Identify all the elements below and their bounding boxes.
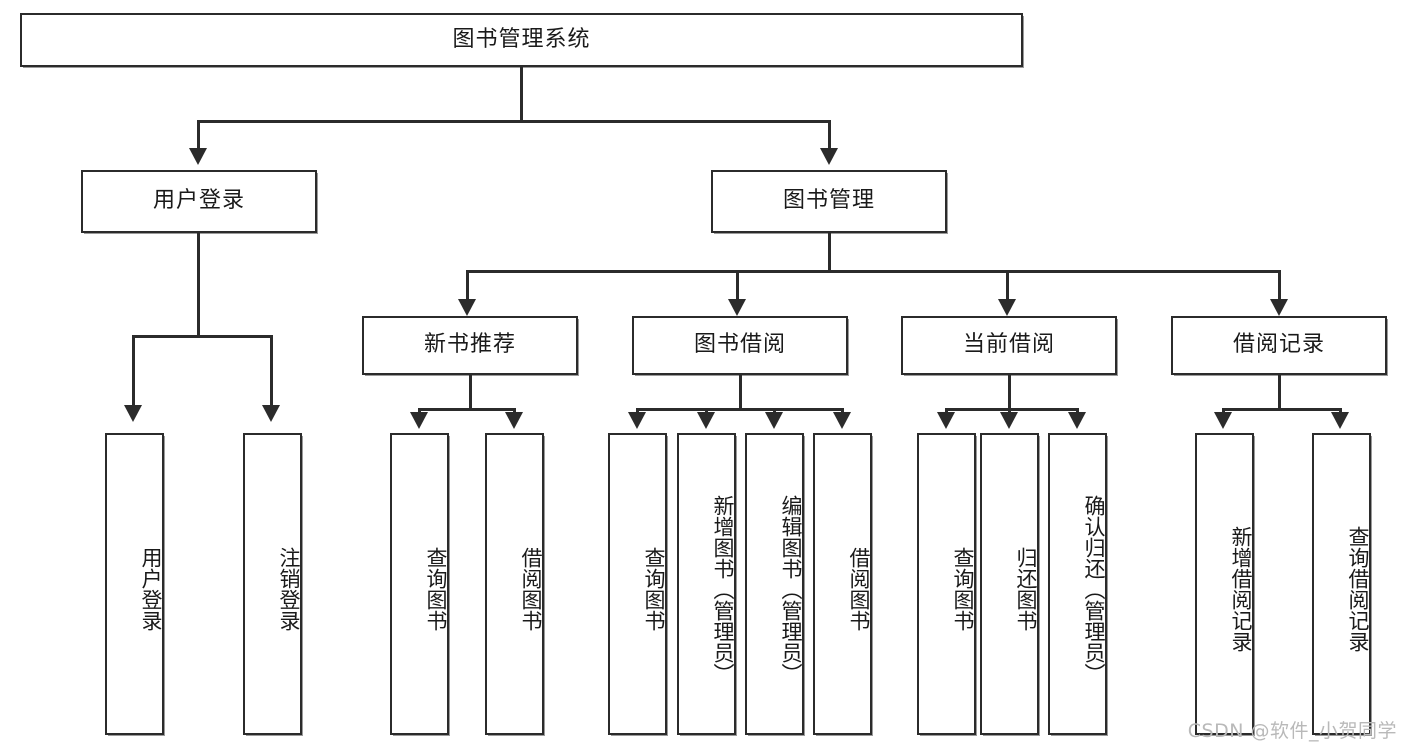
csdn-watermark: CSDN @软件_小贺同学: [1187, 720, 1397, 742]
node-label: 查询图书: [951, 547, 975, 631]
connector-current-borrow-stem: [1008, 375, 1011, 410]
node-label: 图书借阅: [693, 332, 786, 358]
leaf-borrow-book-nbr[interactable]: 借阅图书: [485, 433, 545, 736]
node-label: 借阅记录: [1232, 332, 1325, 358]
connector-book-borrow-bar: [636, 408, 844, 411]
arrowhead-book-borrow: [728, 299, 746, 316]
node-label: 查询图书: [424, 547, 448, 631]
connector-to-current-borrow: [1006, 270, 1009, 302]
leaf-query-book-nbr[interactable]: 查询图书: [390, 433, 450, 736]
node-label: 新增图书（管理员）: [711, 494, 735, 684]
connector-user-login-bar: [132, 335, 270, 338]
arrowhead-user-login: [189, 148, 207, 165]
connector-current-borrow-bar: [945, 408, 1078, 411]
node-label: 查询借阅记录: [1346, 526, 1370, 652]
node-root-book-management-system[interactable]: 图书管理系统: [20, 13, 1024, 68]
node-label: 编辑图书（管理员）: [779, 494, 803, 684]
arrowhead-current-borrow: [998, 299, 1016, 316]
node-label: 确认归还（管理员）: [1082, 494, 1106, 684]
node-label: 新增借阅记录: [1229, 526, 1253, 652]
arrowhead-bb-leaf-2: [697, 412, 715, 429]
connector-to-book-borrow: [736, 270, 739, 302]
connector-book-borrow-stem: [739, 375, 742, 410]
arrowhead-book-management: [820, 148, 838, 165]
connector-user-login-leaf-1: [132, 335, 135, 408]
leaf-edit-book-admin[interactable]: 编辑图书（管理员）: [745, 433, 805, 736]
node-label: 图书管理系统: [452, 26, 591, 52]
connector-book-management-stem: [828, 233, 831, 270]
leaf-add-book-admin[interactable]: 新增图书（管理员）: [677, 433, 737, 736]
node-book-borrow[interactable]: 图书借阅: [632, 316, 849, 376]
node-current-borrow[interactable]: 当前借阅: [901, 316, 1118, 376]
arrowhead-bb-leaf-1: [628, 412, 646, 429]
leaf-borrow-book-bb[interactable]: 借阅图书: [813, 433, 873, 736]
arrowhead-br-leaf-1: [1214, 412, 1232, 429]
connector-borrow-record-bar: [1222, 408, 1342, 411]
leaf-user-login[interactable]: 用户登录: [105, 433, 165, 736]
arrowhead-cb-leaf-1: [937, 412, 955, 429]
connector-borrow-record-stem: [1278, 375, 1281, 410]
leaf-logout[interactable]: 注销登录: [243, 433, 303, 736]
connector-root-to-book-management: [828, 120, 831, 150]
node-label: 新书推荐: [423, 332, 516, 358]
leaf-return-book[interactable]: 归还图书: [980, 433, 1040, 736]
connector-root-stem: [520, 67, 523, 120]
connector-root-bar: [197, 120, 831, 123]
arrowhead-leaf-user-login: [124, 405, 142, 422]
arrowhead-cb-leaf-3: [1068, 412, 1086, 429]
leaf-add-borrow-record[interactable]: 新增借阅记录: [1195, 433, 1255, 736]
node-label: 用户登录: [152, 188, 245, 214]
arrowhead-br-leaf-2: [1331, 412, 1349, 429]
arrowhead-leaf-logout: [262, 405, 280, 422]
node-book-management[interactable]: 图书管理: [711, 170, 948, 234]
arrowhead-bb-leaf-4: [833, 412, 851, 429]
node-label: 注销登录: [277, 547, 301, 631]
arrowhead-borrow-record: [1270, 299, 1288, 316]
node-label: 当前借阅: [962, 332, 1055, 358]
connector-to-borrow-record: [1278, 270, 1281, 302]
connector-user-login-stem: [197, 233, 200, 335]
arrowhead-cb-leaf-2: [1000, 412, 1018, 429]
node-user-login[interactable]: 用户登录: [81, 170, 318, 234]
arrowhead-nbr-leaf-2: [505, 412, 523, 429]
node-label: 图书管理: [782, 188, 875, 214]
arrowhead-bb-leaf-3: [765, 412, 783, 429]
arrowhead-nbr-leaf-1: [410, 412, 428, 429]
connector-to-new-book-recommend: [466, 270, 469, 302]
leaf-query-borrow-record[interactable]: 查询借阅记录: [1312, 433, 1372, 736]
connector-root-to-user-login: [197, 120, 200, 150]
connector-new-book-recommend-stem: [469, 375, 472, 410]
node-label: 查询图书: [642, 547, 666, 631]
connector-user-login-leaf-2: [270, 335, 273, 408]
connector-new-book-recommend-bar: [418, 408, 516, 411]
node-label: 借阅图书: [847, 547, 871, 631]
node-new-book-recommend[interactable]: 新书推荐: [362, 316, 579, 376]
arrowhead-new-book-recommend: [458, 299, 476, 316]
leaf-confirm-return-admin[interactable]: 确认归还（管理员）: [1048, 433, 1108, 736]
connector-book-management-bar: [466, 270, 1281, 273]
leaf-query-book-cb[interactable]: 查询图书: [917, 433, 977, 736]
leaf-query-book-bb[interactable]: 查询图书: [608, 433, 668, 736]
node-label: 归还图书: [1014, 547, 1038, 631]
node-label: 借阅图书: [519, 547, 543, 631]
node-borrow-record[interactable]: 借阅记录: [1171, 316, 1388, 376]
node-label: 用户登录: [139, 547, 163, 631]
